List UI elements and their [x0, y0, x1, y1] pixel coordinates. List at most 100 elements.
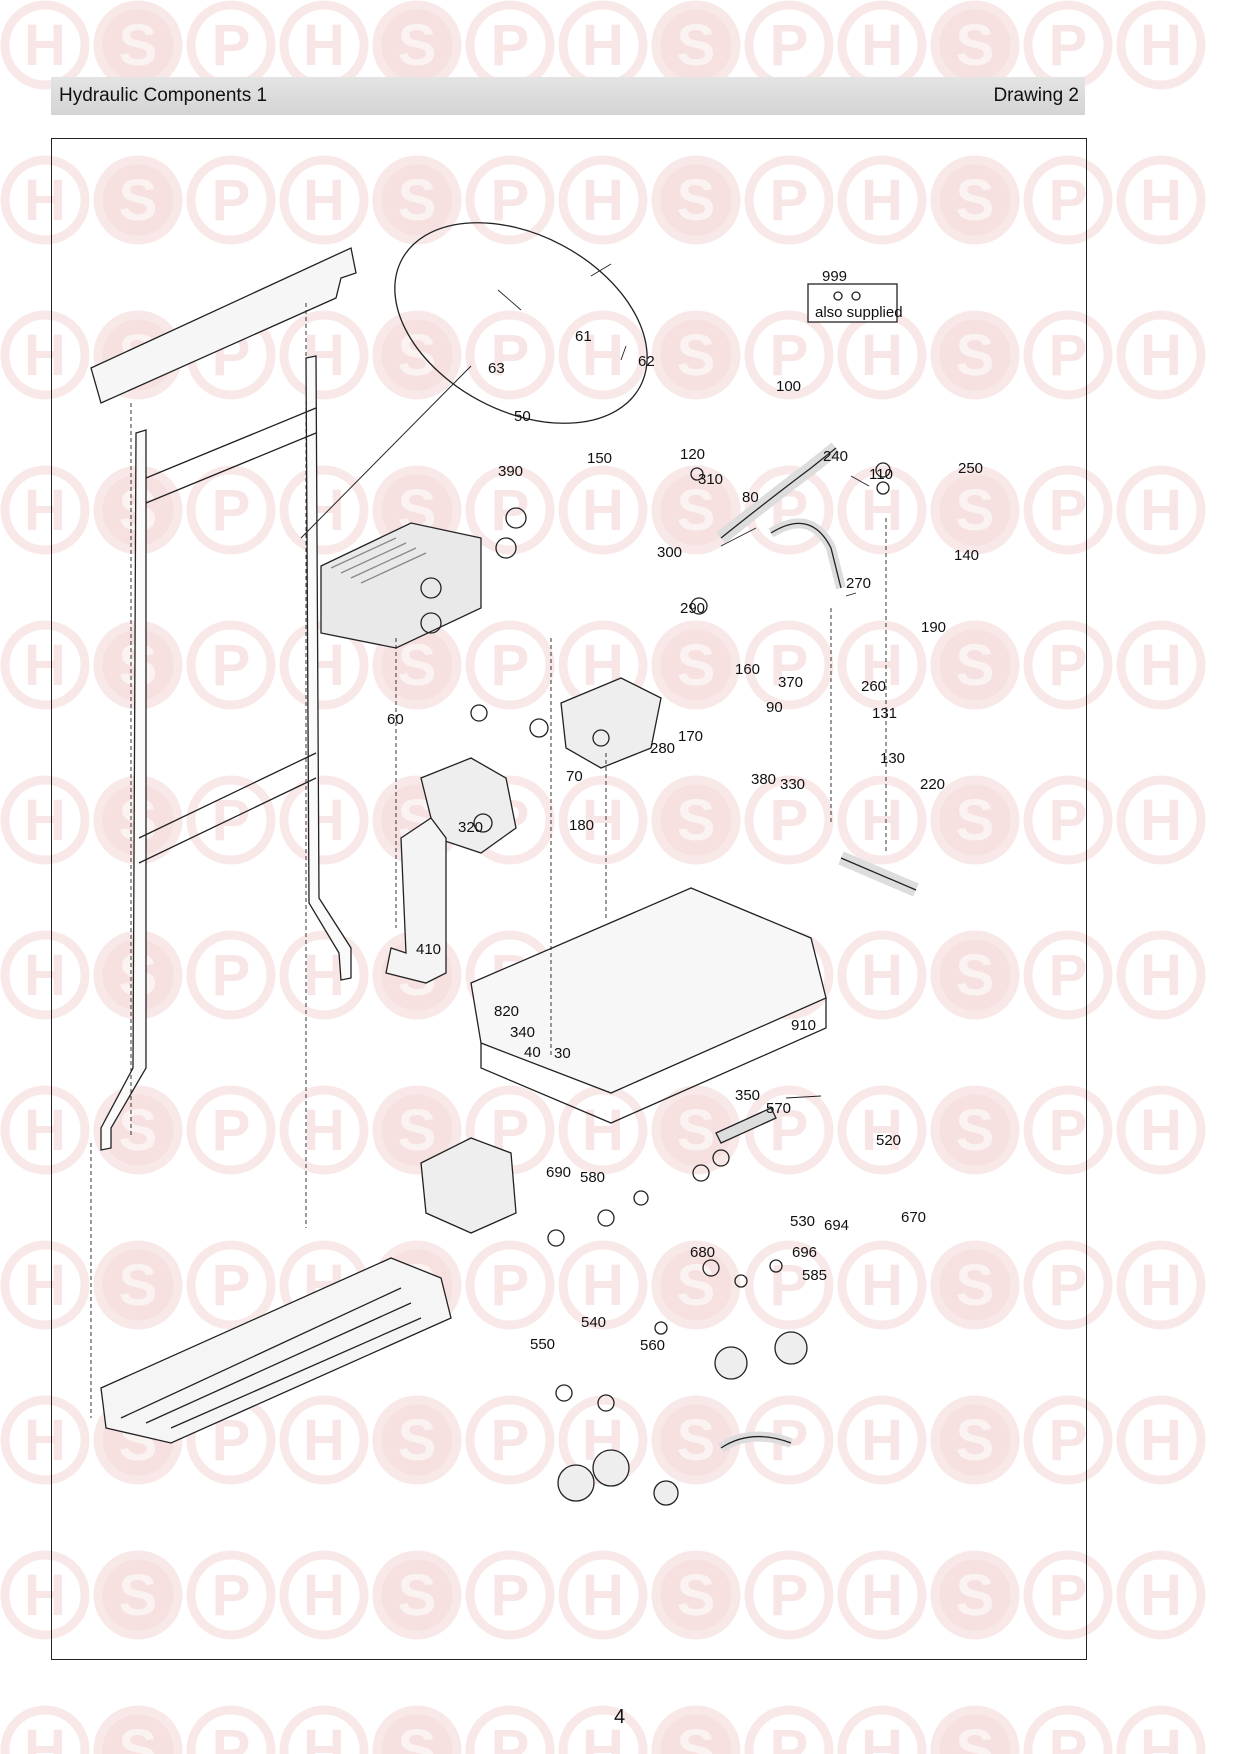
svg-text:S: S — [398, 168, 437, 233]
watermark-logo: S — [372, 1550, 462, 1640]
watermark-logo: S — [930, 310, 1020, 400]
svg-text:H: H — [1140, 1718, 1182, 1754]
svg-text:S: S — [398, 323, 437, 388]
watermark-logo: H — [1116, 155, 1206, 245]
callout-310: 310 — [698, 471, 723, 488]
ring-390-d — [420, 612, 442, 634]
watermark-logo: S — [651, 155, 741, 245]
ring-390-c — [420, 577, 442, 599]
watermark-logo: H — [279, 930, 369, 1020]
watermark-logo: S — [651, 465, 741, 555]
svg-text:H: H — [24, 1253, 66, 1318]
watermark-logo: H — [1116, 620, 1206, 710]
svg-text:S: S — [956, 1098, 995, 1163]
svg-text:H: H — [1140, 1098, 1182, 1163]
svg-text:H: H — [582, 478, 624, 543]
watermark-logo: H — [1116, 465, 1206, 555]
watermark-logo: P — [744, 775, 834, 865]
watermark-logo: S — [372, 1705, 462, 1754]
svg-text:S: S — [956, 323, 995, 388]
watermark-logo: H — [0, 155, 90, 245]
svg-text:S: S — [956, 1253, 995, 1318]
watermark-logo: P — [465, 1240, 555, 1330]
washer-310 — [690, 467, 704, 481]
watermark-logo: P — [1023, 465, 1113, 555]
watermark-logo: H — [279, 1705, 369, 1754]
svg-text:S: S — [956, 13, 995, 78]
washer-250 — [876, 481, 890, 495]
watermark-logo: H — [837, 1240, 927, 1330]
exploded-parts-diagram: 5060616263708090100110120130131140150160… — [90, 222, 983, 1506]
watermark-logo: H — [558, 0, 648, 90]
callout-130: 130 — [880, 750, 905, 767]
watermark-logo: S — [93, 1240, 183, 1330]
svg-text:S: S — [956, 1718, 995, 1754]
watermark-logo: S — [651, 1240, 741, 1330]
callout-61: 61 — [575, 328, 592, 345]
svg-text:H: H — [24, 13, 66, 78]
svg-text:P: P — [1049, 1098, 1088, 1163]
svg-text:S: S — [398, 1563, 437, 1628]
watermark-logo: S — [930, 465, 1020, 555]
watermark-logo: P — [744, 0, 834, 90]
callout-290: 290 — [680, 600, 705, 617]
watermark-logo: P — [186, 0, 276, 90]
svg-text:P: P — [491, 323, 530, 388]
callout-300: 300 — [657, 544, 682, 561]
watermark-logo: S — [651, 310, 741, 400]
watermark-logo: P — [1023, 155, 1113, 245]
svg-text:H: H — [24, 788, 66, 853]
callout-62: 62 — [638, 353, 655, 370]
svg-text:H: H — [24, 478, 66, 543]
svg-text:S: S — [956, 633, 995, 698]
drawing-label: Drawing 2 — [993, 85, 1079, 106]
watermark-logo: H — [837, 1550, 927, 1640]
watermark-logo: H — [279, 0, 369, 90]
washer-350-low-a — [734, 1274, 748, 1288]
drawing-frame — [51, 138, 1087, 1660]
svg-text:P: P — [212, 1098, 251, 1163]
plate-heat-exchanger — [320, 522, 482, 649]
svg-text:P: P — [1049, 943, 1088, 1008]
watermark-logo: H — [558, 1550, 648, 1640]
watermark-logo: P — [744, 1240, 834, 1330]
svg-text:S: S — [956, 788, 995, 853]
svg-text:P: P — [1049, 1718, 1088, 1754]
svg-text:H: H — [861, 1253, 903, 1318]
svg-text:P: P — [1049, 633, 1088, 698]
svg-text:H: H — [1140, 788, 1182, 853]
washer-350-low-b — [769, 1259, 783, 1273]
watermark-logo: H — [1116, 1085, 1206, 1175]
watermark-logo: H — [1116, 1240, 1206, 1330]
watermark-logo: H — [837, 465, 927, 555]
svg-text:H: H — [582, 1098, 624, 1163]
washer-320-e — [473, 813, 493, 833]
svg-text:P: P — [1049, 1253, 1088, 1318]
watermark-logo: P — [465, 310, 555, 400]
callout-60: 60 — [387, 711, 404, 728]
watermark-logo: P — [1023, 930, 1113, 1020]
watermark-logo: H — [837, 620, 927, 710]
nut-1 — [692, 1164, 710, 1182]
frame-rail-left — [100, 429, 147, 1151]
watermark-logo: H — [837, 1395, 927, 1485]
watermark-logo: S — [930, 775, 1020, 865]
svg-text:P: P — [770, 788, 809, 853]
callout-80: 80 — [742, 489, 759, 506]
svg-text:H: H — [1140, 1563, 1182, 1628]
control-box — [420, 1137, 517, 1234]
svg-text:S: S — [677, 323, 716, 388]
svg-text:H: H — [861, 478, 903, 543]
watermark-logo: H — [837, 775, 927, 865]
watermark-logo: H — [1116, 1550, 1206, 1640]
watermark-logo: H — [1116, 775, 1206, 865]
svg-text:S: S — [119, 1563, 158, 1628]
callout-585: 585 — [802, 1267, 827, 1284]
svg-text:P: P — [212, 633, 251, 698]
svg-text:S: S — [956, 478, 995, 543]
svg-text:S: S — [956, 1408, 995, 1473]
watermark-logo: P — [1023, 620, 1113, 710]
svg-text:S: S — [677, 1253, 716, 1318]
watermark-logo: H — [0, 1550, 90, 1640]
watermark-logo: P — [186, 620, 276, 710]
